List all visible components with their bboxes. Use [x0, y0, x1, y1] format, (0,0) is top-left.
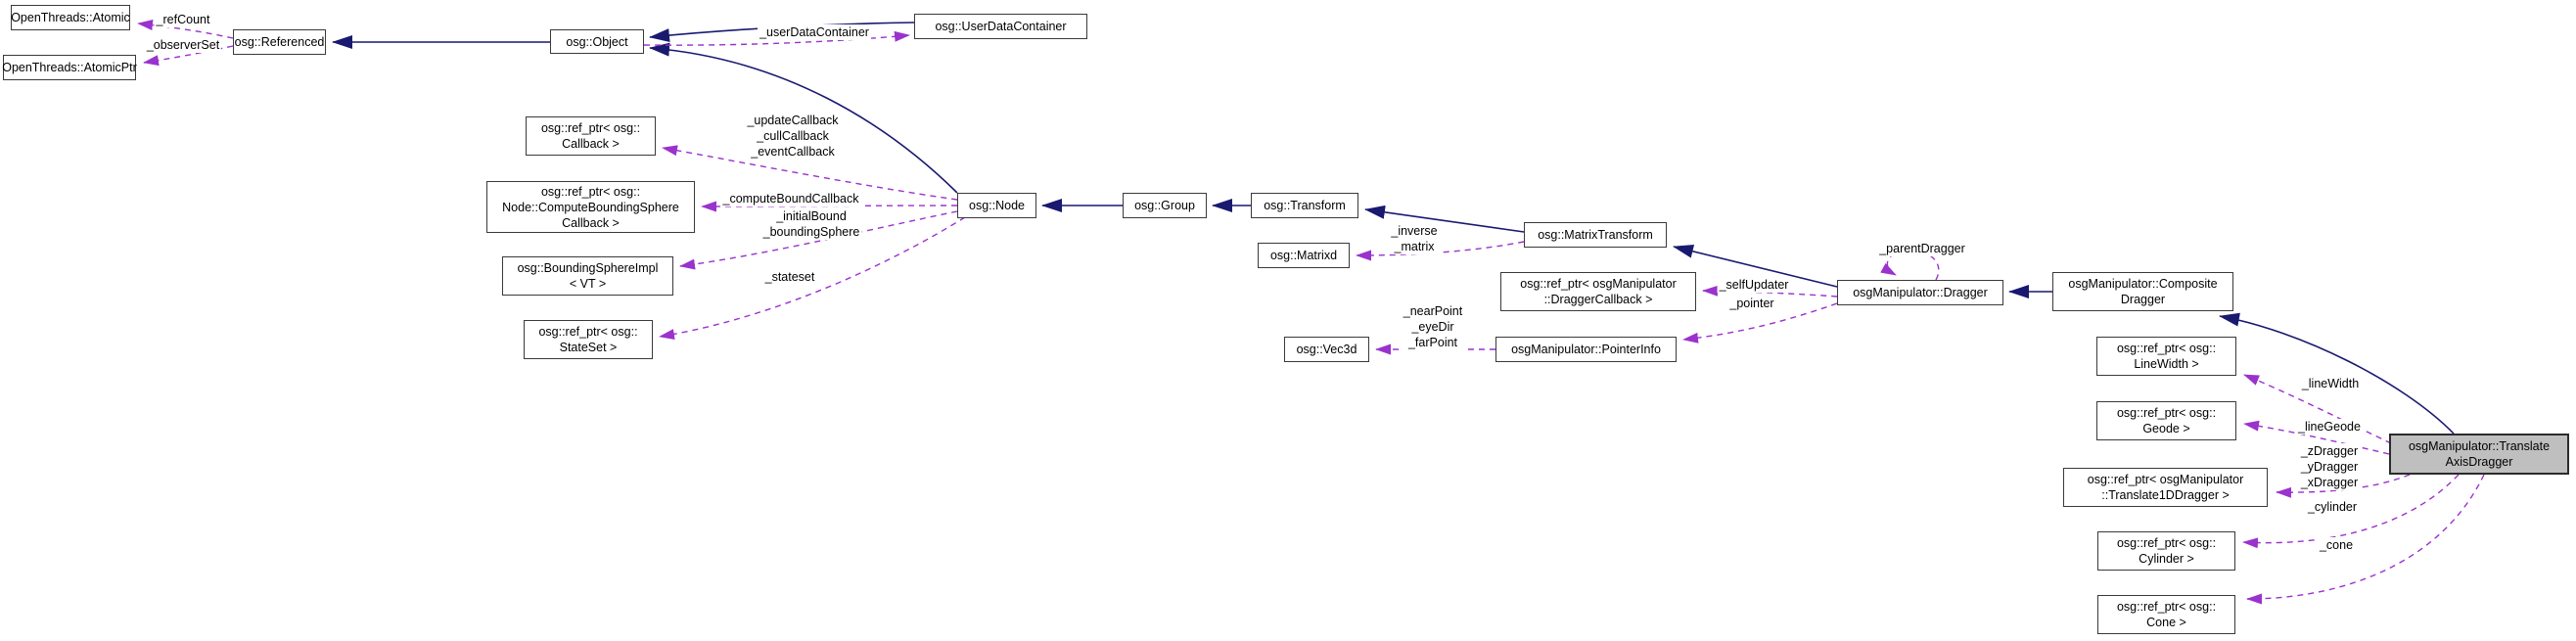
edge-node-to-object — [649, 42, 958, 194]
node-osg-node[interactable]: osg::Node — [957, 193, 1036, 218]
node-osgmanipulator-pointerinfo[interactable]: osgManipulator::PointerInfo — [1495, 337, 1677, 362]
node-refptr-geode[interactable]: osg::ref_ptr< osg:: Geode > — [2096, 401, 2236, 440]
edge-label-selfupdater: _selfUpdater — [1717, 277, 1791, 293]
edge-linegeode — [2243, 420, 2390, 455]
node-osg-transform[interactable]: osg::Transform — [1251, 193, 1358, 218]
edge-label-parentdragger: _parentDragger — [1877, 241, 1967, 256]
edge-label-xyzdraggers: _zDragger _yDragger _xDragger — [2298, 443, 2361, 490]
edge-label-bounds: _initialBound _boundingSphere — [760, 208, 862, 240]
edge-label-matrix: _inverse _matrix — [1389, 223, 1440, 254]
node-refptr-linewidth[interactable]: osg::ref_ptr< osg:: LineWidth > — [2096, 337, 2236, 376]
node-refptr-callback[interactable]: osg::ref_ptr< osg:: Callback > — [526, 116, 656, 156]
node-refptr-draggercallback[interactable]: osg::ref_ptr< osgManipulator ::DraggerCa… — [1500, 272, 1696, 311]
edge-xyzdraggers — [2276, 474, 2411, 498]
node-openthreads-atomic[interactable]: OpenThreads::Atomic — [11, 5, 130, 30]
edge-dragger-to-matrixtransform — [1673, 244, 1838, 288]
edge-label-cone: _cone — [2317, 537, 2356, 553]
edge-label-linewidth: _lineWidth — [2299, 376, 2362, 391]
node-refptr-stateset[interactable]: osg::ref_ptr< osg:: StateSet > — [524, 320, 653, 359]
edge-observerset — [143, 45, 234, 67]
edge-selfupdater — [1702, 285, 1838, 298]
node-osgmanipulator-compositedragger[interactable]: osgManipulator::Composite Dragger — [2052, 272, 2233, 311]
node-osg-object[interactable]: osg::Object — [550, 29, 644, 54]
edge-label-refcount: _refCount — [154, 12, 212, 27]
edge-refcount — [137, 20, 234, 39]
edge-label-observerset: _observerSet — [144, 37, 222, 53]
edge-userdatacontainer-member — [643, 30, 910, 46]
edge-translateaxis-to-composite — [2219, 312, 2455, 435]
node-osg-vec3d[interactable]: osg::Vec3d — [1284, 337, 1369, 362]
edge-linewidth — [2243, 374, 2392, 444]
edge-label-linegeode: _lineGeode — [2296, 419, 2363, 435]
node-refptr-computeboundingspherecallback[interactable]: osg::ref_ptr< osg:: Node::ComputeBoundin… — [486, 181, 695, 233]
edge-matrix — [1356, 241, 1525, 261]
node-boundingsphereimpl[interactable]: osg::BoundingSphereImpl < VT > — [502, 256, 673, 296]
node-osgmanipulator-translateaxisdragger: osgManipulator::Translate AxisDragger — [2389, 434, 2569, 475]
edge-matrixtransform-to-transform — [1364, 205, 1525, 233]
node-osg-matrixd[interactable]: osg::Matrixd — [1258, 243, 1350, 268]
node-refptr-cylinder[interactable]: osg::ref_ptr< osg:: Cylinder > — [2097, 531, 2235, 571]
edge-label-stateset: _stateset — [762, 269, 817, 285]
node-refptr-cone[interactable]: osg::ref_ptr< osg:: Cone > — [2097, 595, 2235, 634]
node-osg-matrixtransform[interactable]: osg::MatrixTransform — [1524, 222, 1667, 248]
edge-label-pointer: _pointer — [1727, 296, 1776, 311]
node-osg-userdatacontainer[interactable]: osg::UserDataContainer — [914, 14, 1087, 39]
edge-cylinder — [2242, 474, 2460, 549]
edge-stateset — [659, 216, 966, 340]
node-osg-group[interactable]: osg::Group — [1123, 193, 1207, 218]
edge-callbacks — [662, 145, 958, 201]
node-refptr-translate1ddragger[interactable]: osg::ref_ptr< osgManipulator ::Translate… — [2063, 468, 2268, 507]
edge-cone — [2246, 474, 2485, 605]
edge-bounds — [679, 210, 958, 270]
edge-label-callbacks: _updateCallback _cullCallback _eventCall… — [745, 113, 841, 160]
node-osgmanipulator-dragger[interactable]: osgManipulator::Dragger — [1837, 280, 2003, 305]
node-openthreads-atomicptr[interactable]: OpenThreads::AtomicPtr — [2, 55, 137, 80]
edge-label-userdatacontainer: _userDataContainer — [758, 24, 871, 40]
edge-label-cylinder: _cylinder — [2305, 499, 2360, 515]
node-osg-referenced[interactable]: osg::Referenced — [233, 29, 326, 55]
edge-label-pointerpoints: _nearPoint _eyeDir _farPoint — [1401, 303, 1465, 350]
edge-pointer — [1682, 302, 1838, 343]
edge-label-computeboundcallback: _computeBoundCallback — [720, 191, 861, 206]
